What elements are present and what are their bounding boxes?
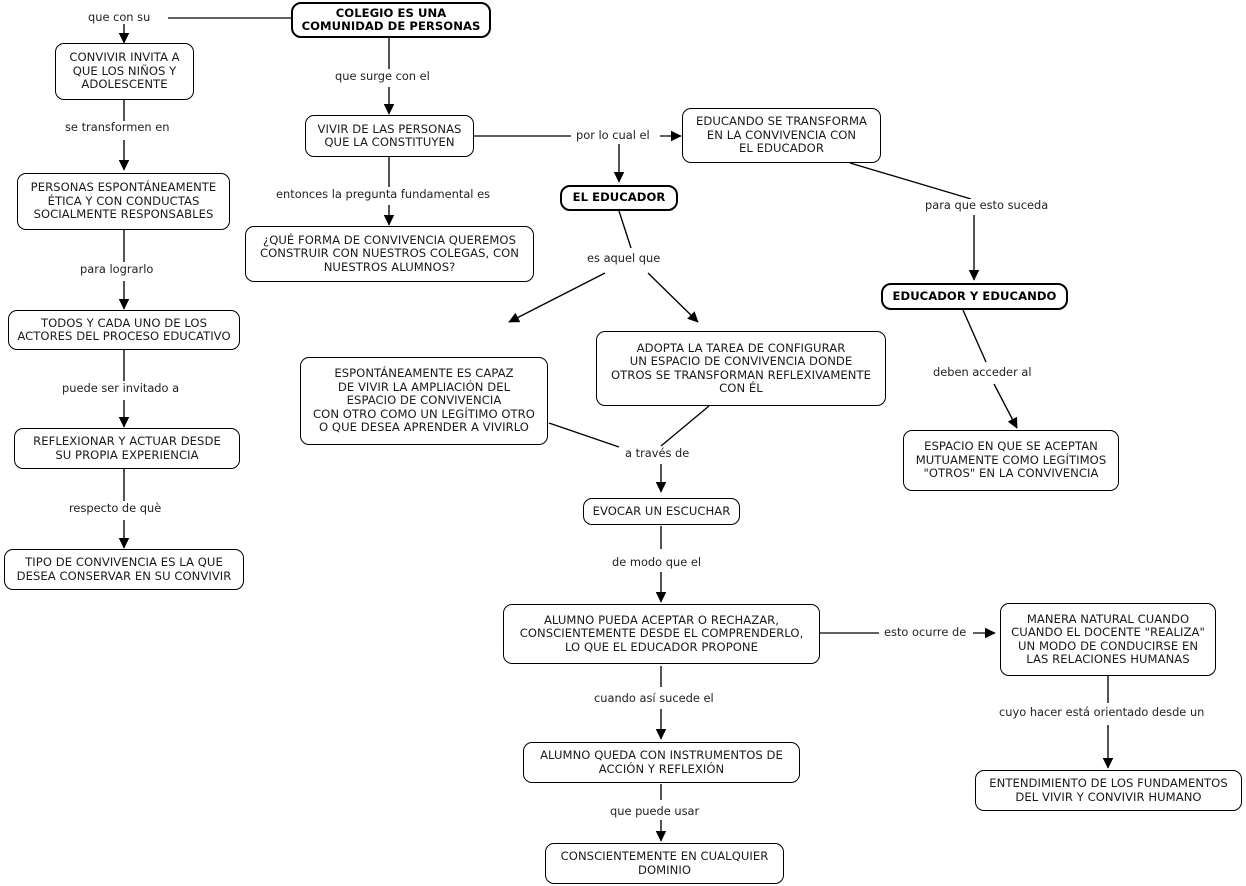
- edge-label-por-lo-cual-el: por lo cual el: [576, 128, 650, 142]
- node-pregunta[interactable]: ¿QUÉ FORMA DE CONVIVENCIA QUEREMOS CONST…: [245, 226, 534, 282]
- edge-label-puede-ser-invitado-a: puede ser invitado a: [62, 381, 180, 395]
- node-espacio[interactable]: ESPACIO EN QUE SE ACEPTAN MUTUAMENTE COM…: [903, 430, 1119, 491]
- edge-eleducador-esaquel: [618, 210, 632, 249]
- node-educador-y-educando[interactable]: EDUCADOR Y EDUCANDO: [881, 283, 1068, 310]
- node-educando[interactable]: EDUCANDO SE TRANSFORMA EN LA CONVIVENCIA…: [682, 108, 881, 163]
- edge-label-que-con-su: que con su: [88, 10, 151, 24]
- edge-label-se-transformen-en: se transformen en: [65, 120, 170, 134]
- edge-label-cuando-asi-sucede-el: cuando así sucede el: [594, 691, 714, 705]
- node-personas[interactable]: PERSONAS ESPONTÁNEAMENTE ÉTICA Y CON CON…: [17, 173, 230, 230]
- edge-label-que-puede-usar: que puede usar: [610, 804, 700, 818]
- edge-label-esto-ocurre-de: esto ocurre de: [884, 625, 967, 639]
- node-reflexionar[interactable]: REFLEXIONAR Y ACTUAR DESDE SU PROPIA EXP…: [14, 428, 240, 469]
- edge-espontaneamente-atraves: [548, 422, 620, 448]
- node-evocar[interactable]: EVOCAR UN ESCUCHAR: [583, 498, 740, 525]
- edge-educando-paraque: [849, 162, 972, 200]
- edge-label-para-lograrlo: para lograrlo: [80, 262, 154, 276]
- edge-label-que-surge-con-el: que surge con el: [335, 69, 430, 83]
- edge-esaquel-adopta: [647, 272, 699, 323]
- node-vivir[interactable]: VIVIR DE LAS PERSONAS QUE LA CONSTITUYEN: [305, 115, 474, 157]
- edge-educadoreducando-deben: [962, 309, 987, 363]
- edge-adopta-atraves: [660, 405, 710, 447]
- node-adopta[interactable]: ADOPTA LA TAREA DE CONFIGURAR UN ESPACIO…: [596, 331, 886, 406]
- edge-label-para-que-esto-suceda: para que esto suceda: [925, 198, 1049, 212]
- node-entendimiento[interactable]: ENTENDIMIENTO DE LOS FUNDAMENTOS DEL VIV…: [975, 770, 1242, 811]
- node-alumno-pueda[interactable]: ALUMNO PUEDA ACEPTAR O RECHAZAR, CONSCIE…: [503, 604, 820, 664]
- edge-label-respecto-de-que: respecto de què: [69, 501, 162, 515]
- edge-deben-espacio: [993, 383, 1018, 429]
- node-tipo[interactable]: TIPO DE CONVIVENCIA ES LA QUE DESEA CONS…: [4, 549, 244, 590]
- node-colegio[interactable]: COLEGIO ES UNA COMUNIDAD DE PERSONAS: [291, 2, 491, 38]
- edge-label-a-traves-de: a través de: [625, 446, 690, 460]
- node-espontaneamente[interactable]: ESPONTÁNEAMENTE ES CAPAZ DE VIVIR LA AMP…: [300, 357, 548, 445]
- node-todos[interactable]: TODOS Y CADA UNO DE LOS ACTORES DEL PROC…: [8, 310, 240, 350]
- edge-label-deben-acceder-al: deben acceder al: [933, 365, 1032, 379]
- node-manera[interactable]: MANERA NATURAL CUANDO CUANDO EL DOCENTE …: [1000, 603, 1216, 676]
- node-conscientemente[interactable]: CONSCIENTEMENTE EN CUALQUIER DOMINIO: [545, 843, 784, 884]
- node-el-educador[interactable]: EL EDUCADOR: [560, 185, 678, 211]
- node-convivir[interactable]: CONVIVIR INVITA A QUE LOS NIÑOS Y ADOLES…: [55, 43, 194, 100]
- edge-label-cuyo-hacer-orientado: cuyo hacer está orientado desde un: [999, 705, 1205, 719]
- edge-label-de-modo-que-el: de modo que el: [612, 555, 701, 569]
- edge-label-entonces-pregunta: entonces la pregunta fundamental es: [276, 187, 491, 201]
- node-alumno-queda[interactable]: ALUMNO QUEDA CON INSTRUMENTOS DE ACCIÓN …: [523, 742, 800, 783]
- edge-label-es-aquel-que: es aquel que: [587, 251, 661, 265]
